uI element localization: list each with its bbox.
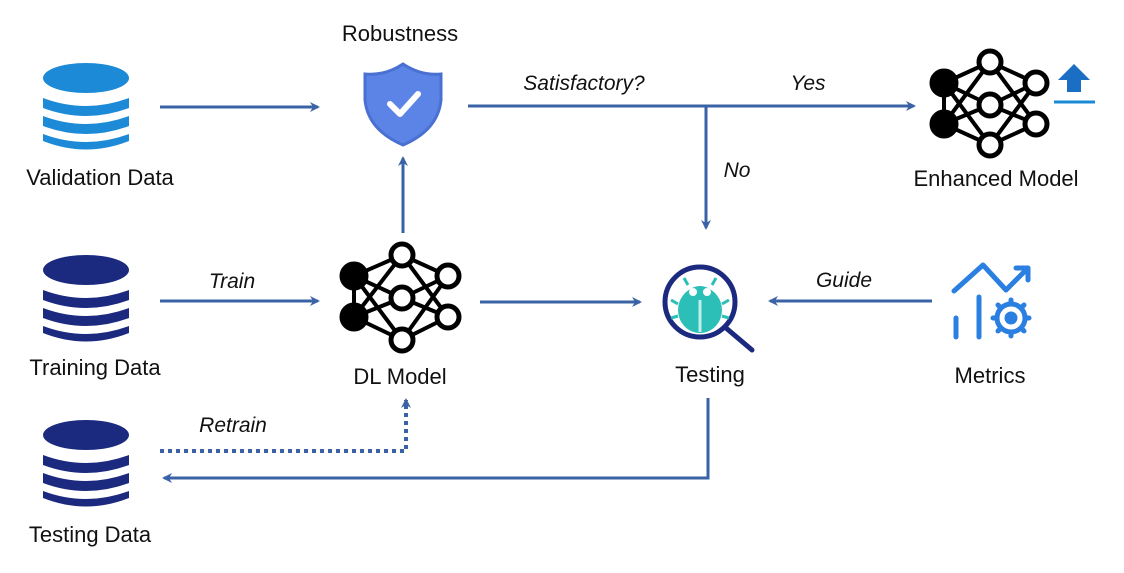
chart-gear-icon [951, 262, 1032, 340]
metrics-label: Metrics [954, 363, 1026, 388]
yes-edge-label: Yes [790, 72, 826, 95]
validation-data-database-icon [43, 63, 129, 150]
enhanced-model-neural-network-icon [929, 48, 1050, 159]
robustness-label: Robustness [341, 21, 459, 46]
guide-edge-label: Guide [815, 269, 873, 292]
dl-model-neural-network-icon [339, 241, 462, 354]
edge-testing-to-testing-data [162, 398, 710, 483]
testing-data-database-icon [43, 420, 129, 507]
dl-model-label: DL Model [353, 364, 447, 389]
training-data-database-icon [43, 255, 129, 342]
validation-data-label: Validation Data [26, 165, 174, 190]
no-edge-label: No [723, 159, 751, 182]
train-edge-label: Train [208, 270, 256, 293]
upgrade-arrow-icon [1054, 64, 1095, 104]
training-data-label: Training Data [29, 355, 161, 380]
edge-retrain [160, 398, 411, 453]
shield-check-icon [363, 62, 443, 147]
testing-label: Testing [675, 362, 745, 387]
enhanced-model-label: Enhanced Model [913, 166, 1079, 191]
edges [160, 101, 932, 483]
retrain-edge-label: Retrain [199, 414, 267, 437]
satisfactory-edge-label: Satisfactory? [523, 72, 645, 95]
bug-magnifier-icon [662, 264, 755, 353]
testing-data-label: Testing Data [28, 522, 152, 547]
